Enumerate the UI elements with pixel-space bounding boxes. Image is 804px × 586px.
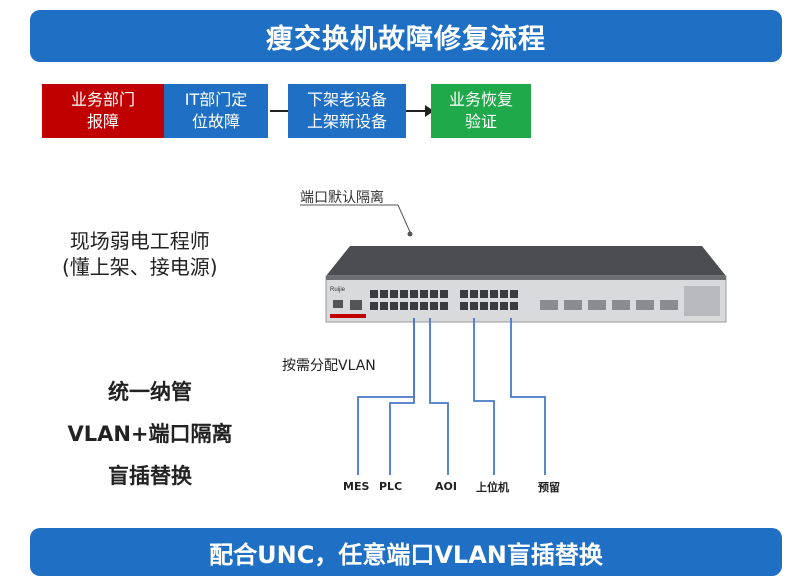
- switch-top: [326, 246, 726, 276]
- feature-unified-mgmt: 统一纳管: [108, 380, 192, 404]
- device-aoi: AOI: [435, 480, 457, 493]
- callout-dot: [407, 231, 413, 237]
- switch-front: [325, 275, 727, 323]
- feature-blind-swap: 盲插替换: [108, 464, 192, 488]
- footer-text: 配合UNC，任意端口VLAN盲插替换: [209, 540, 603, 569]
- flow-step-report: 业务部门 报障: [42, 84, 164, 138]
- device-host: 上位机: [476, 481, 509, 494]
- brand-logo: Ruijie: [330, 287, 346, 293]
- flow-step-verify: 业务恢复 验证: [431, 84, 531, 138]
- rj45-ports: [370, 290, 518, 310]
- feature-vlan-isolation: VLAN+端口隔离: [67, 422, 233, 446]
- device-mes: MES: [343, 480, 370, 493]
- flow-step-replace: 下架老设备 上架新设备: [288, 84, 406, 138]
- console-port: [333, 300, 343, 308]
- port-isolation-label: 端口默认隔离: [300, 190, 384, 206]
- sfp-ports: [540, 300, 678, 310]
- cables: [357, 318, 546, 475]
- device-plc: PLC: [379, 480, 403, 493]
- callout-line: [300, 204, 411, 233]
- flow-step-locate: IT部门定 位故障: [164, 84, 268, 138]
- engineer-note: 现场弱电工程师 (懂上架、接电源): [62, 229, 218, 279]
- footer-banner: 配合UNC，任意端口VLAN盲插替换: [30, 528, 782, 576]
- flow-step-locate-label: IT部门定 位故障: [184, 90, 248, 131]
- device-reserved: 预留: [538, 481, 560, 494]
- title-banner: 瘦交换机故障修复流程: [30, 10, 782, 62]
- page-title: 瘦交换机故障修复流程: [266, 23, 546, 55]
- vlan-assign-label: 按需分配VLAN: [282, 358, 376, 374]
- mgmt-port: [350, 300, 362, 310]
- flow-arrow: [406, 105, 434, 117]
- brand-stripe: [330, 314, 366, 318]
- switch-edge: [326, 276, 726, 280]
- vent-grille: [684, 286, 720, 316]
